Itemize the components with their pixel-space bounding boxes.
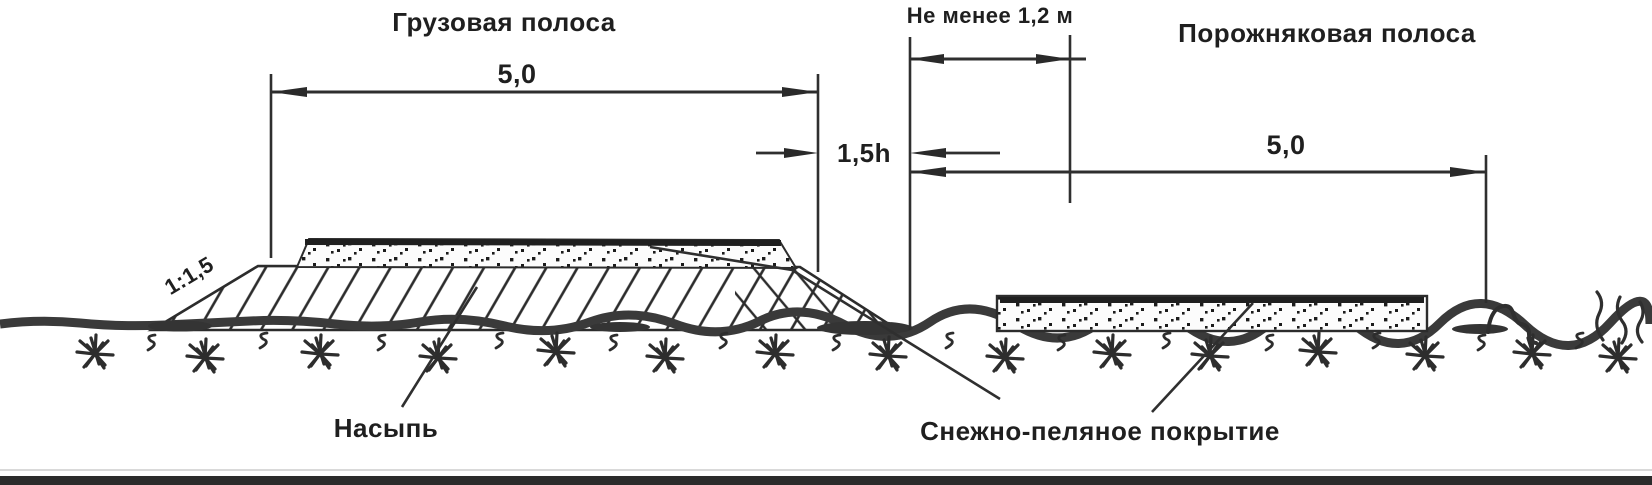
cargo-lane-label: Грузовая полоса [392,7,615,37]
leader-snow-cover-left [649,245,1001,401]
arrowhead-left-pointing-icon [910,148,946,158]
leader-lines [400,245,1254,413]
dimension-min-distance [908,35,1086,330]
arrowhead-left-icon [910,167,946,177]
arrowhead-left-icon [271,87,307,97]
arrowhead-right-icon [1036,54,1070,64]
snow-cover-label: Снежно-пеляное покрытие [920,416,1280,446]
bottom-border-bar [0,476,1652,485]
dimension-empty-width [910,155,1488,303]
bottom-divider-shadow [0,469,1652,471]
embankment-label: Насыпь [334,413,439,443]
gap-dimension-label: 1,5h [837,138,891,168]
leader-snow-cover-right [1151,302,1254,413]
min-distance-label: Не менее 1,2 м [907,3,1074,28]
dimension-gap-1-5h [756,148,1000,158]
empty-width-label: 5,0 [1266,130,1305,160]
leader-embankment [400,286,479,408]
arrowhead-right-icon [1450,167,1486,177]
cargo-width-label: 5,0 [497,59,536,89]
slope-ratio-label: 1:1,5 [160,251,218,300]
empty-lane-label: Порожняковая полоса [1178,18,1476,48]
arrowhead-left-icon [910,54,944,64]
ground-right-edge [1486,290,1645,345]
dimension-cargo-width [269,74,820,272]
snow-layer-left-top-edge [304,239,782,246]
arrowhead-right-pointing-icon [784,148,818,158]
snow-layer-right [995,294,1429,333]
snow-layer-left [295,237,798,270]
arrowhead-right-icon [782,87,818,97]
